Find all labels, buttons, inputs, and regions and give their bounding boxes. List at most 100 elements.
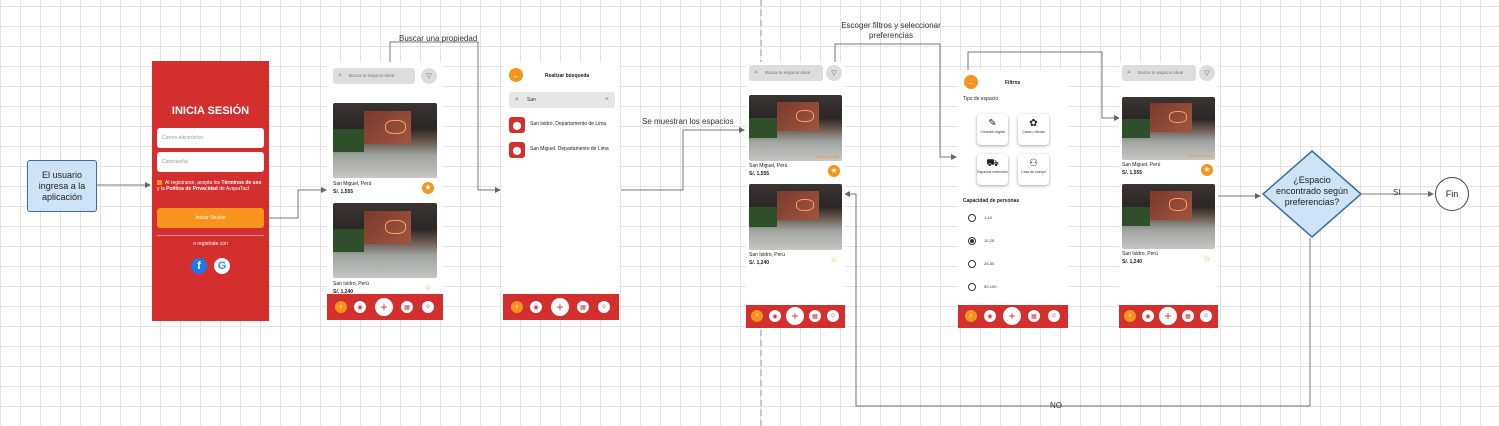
search-icon[interactable]: ⌕ [965,310,977,322]
space-photo[interactable]: Ver en el mapa [1122,97,1215,160]
search-icon[interactable]: ⌕ [1124,310,1136,322]
favorite-star-icon[interactable]: ☆ [830,255,838,264]
result-item[interactable]: ⬤ San Miguel, Departamento de Lima [509,142,615,162]
capacity-radio[interactable] [968,283,976,291]
favorite-star-icon[interactable]: ☆ [424,283,432,292]
search-icon: ⌕ [515,96,519,103]
email-field[interactable]: Correo electrónico [157,128,264,148]
add-icon[interactable]: + [786,307,804,325]
profile-icon[interactable]: ☺ [598,301,610,313]
search-icon: ⌕ [754,69,758,76]
bottom-nav: ⌕ ◉ + ▦ ☺ [746,305,845,328]
back-arrow-icon[interactable]: ← [964,75,978,89]
search-input[interactable]: ⌕ San × [509,92,615,108]
terms-post: de AcquaTact [217,186,250,192]
search-screen: ← Realizar búsqueda ⌕ San × ⬤ San Isidro… [503,62,619,320]
space-photo[interactable] [333,203,437,278]
search-icon[interactable]: ⌕ [511,301,523,313]
location-pin-icon: ⬤ [509,117,525,133]
space-photo[interactable] [749,184,842,250]
search-input[interactable]: ⌕Busca tu espacio ideal [749,65,823,81]
location-icon[interactable]: ◉ [530,301,542,313]
favorite-star-icon[interactable]: ☆ [1203,254,1211,263]
filter-icon[interactable]: ▽ [421,68,437,84]
login-button[interactable]: Iniciar Sesión [157,208,264,228]
favorite-star-icon[interactable]: ★ [422,182,434,194]
capacity-radio-selected[interactable] [968,237,976,245]
card-price: S/. 1,240 [1122,259,1143,265]
profile-icon[interactable]: ☺ [827,310,839,322]
creation-icon: ✎ [988,118,997,129]
google-icon[interactable]: G [214,258,230,274]
add-icon[interactable]: + [375,298,393,316]
signup-with-text: o regístrate con [193,241,228,247]
card-price: S/. 1,555 [749,171,770,177]
card-location: San Isidro, Perú [1122,251,1158,257]
type-card[interactable]: ⚇Casa de cuerpo [1018,154,1049,185]
label-no: NO [1050,401,1062,410]
start-node: El usuario ingresa a la aplicación [27,160,97,212]
capacity-label: 50-100 [984,284,997,289]
privacy-link[interactable]: Política de Privacidad [166,186,218,192]
location-icon[interactable]: ◉ [1142,310,1154,322]
result-item[interactable]: ⬤ San Isidro, Departamento de Lima [509,117,615,137]
map-link[interactable]: Ver en el mapa [815,155,839,159]
facebook-icon[interactable]: f [191,258,207,274]
back-arrow-icon[interactable]: ← [509,68,523,82]
type-label: Creación digital [980,130,1005,134]
location-icon[interactable]: ◉ [354,301,366,313]
result-text: San Miguel, Departamento de Lima [530,146,609,152]
terms-mid: y la [157,186,167,192]
filter-icon[interactable]: ▽ [826,65,842,81]
map-link[interactable]: Ver en el mapa [1188,154,1212,158]
add-icon[interactable]: + [551,298,569,316]
favorite-star-icon[interactable]: ★ [828,165,840,177]
space-photo[interactable] [1122,184,1215,249]
type-card[interactable]: ⛟Espacios exteriores [977,154,1008,185]
search-placeholder: Busca tu espacio ideal [1138,70,1184,75]
add-icon[interactable]: + [1159,307,1177,325]
terms-checkbox[interactable] [157,180,162,186]
space-photo[interactable]: Ver en el mapa [749,95,842,161]
search-input[interactable]: ⌕ Busca tu espacio ideal [333,68,415,84]
favorite-star-icon[interactable]: ★ [1201,164,1213,176]
profile-icon[interactable]: ☺ [1200,310,1212,322]
card-location: San Isidro, Perú [333,281,369,287]
search-icon: ⌕ [338,72,342,79]
capacity-radio[interactable] [968,214,976,222]
home-screen: ⌕Busca tu espacio ideal ▽ San Miguel, Pe… [327,62,443,320]
card-price: S/. 1,555 [1122,170,1143,176]
profile-icon[interactable]: ☺ [1048,310,1060,322]
decision-diamond-shape [1262,150,1362,238]
clear-icon[interactable]: × [604,96,609,103]
location-pin-icon: ⬤ [509,142,525,158]
search-icon[interactable]: ⌕ [335,301,347,313]
type-card[interactable]: ✎Creación digital [977,114,1008,145]
label-muestran: Se muestran los espacios [642,117,734,126]
space-photo[interactable] [333,103,437,178]
capacity-label: 10-25 [984,238,995,243]
final-results-screen: ⌕Busca tu espacio ideal ▽ Ver en el mapa… [1119,62,1218,328]
password-field[interactable]: Contraseña [157,152,264,172]
location-icon[interactable]: ◉ [984,310,996,322]
calendar-icon[interactable]: ▦ [1028,310,1040,322]
add-icon[interactable]: + [1003,307,1021,325]
filters-screen: ← Filtros Tipo de espacio ✎Creación digi… [958,70,1068,328]
profile-icon[interactable]: ☺ [422,301,434,313]
card-location: San Miguel, Perú [1122,162,1161,168]
search-title: Realizar búsqueda [545,73,590,79]
location-icon[interactable]: ◉ [769,310,781,322]
type-card[interactable]: ✿Casa u oficina [1018,114,1049,145]
search-icon[interactable]: ⌕ [751,310,763,322]
calendar-icon[interactable]: ▦ [809,310,821,322]
search-placeholder: Busca tu espacio ideal [349,73,395,78]
filter-icon[interactable]: ▽ [1199,65,1215,81]
calendar-icon[interactable]: ▦ [577,301,589,313]
label-si: SI [1393,188,1401,197]
search-input[interactable]: ⌕Busca tu espacio ideal [1122,65,1196,81]
calendar-icon[interactable]: ▦ [1182,310,1194,322]
capacity-radio[interactable] [968,260,976,268]
calendar-icon[interactable]: ▦ [401,301,413,313]
terms-link[interactable]: Términos de uso [221,180,262,186]
bottom-nav: ⌕ ◉ + ▦ ☺ [503,294,619,320]
